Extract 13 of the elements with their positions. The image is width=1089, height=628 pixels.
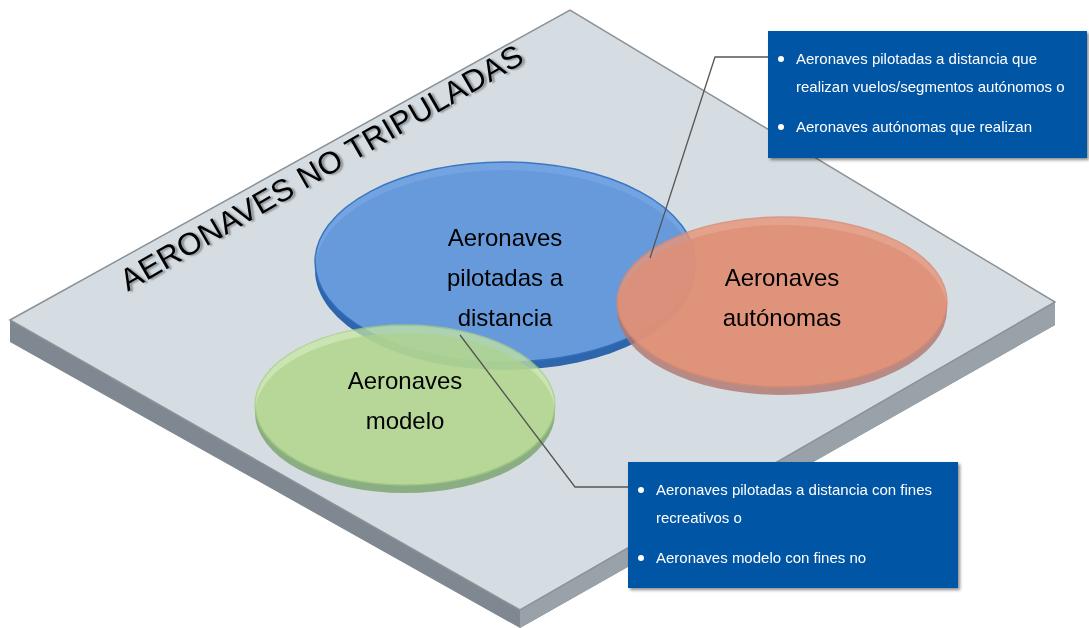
bullet-text: Aeronaves modelo con fines no bbox=[656, 549, 867, 566]
leader-line bbox=[459, 334, 629, 488]
bullet-text: Aeronaves pilotadas a distancia con fines recreativos o bbox=[656, 481, 932, 526]
callout-box bbox=[768, 31, 1087, 158]
bullet-text: Aeronaves autónomas que realizan bbox=[796, 118, 1032, 135]
bullet-text: Aeronaves pilotadas a distancia que realizan vuelos/segmentos autónomos o bbox=[796, 50, 1065, 95]
ellipse-label: Aeronaves autónomas bbox=[721, 263, 843, 333]
ellipse-label: Aeronaves modelo bbox=[346, 366, 464, 436]
venn-ellipse bbox=[255, 325, 555, 495]
leader-line bbox=[649, 56, 769, 259]
ellipse-label: Aeronaves pilotadas a distancia bbox=[445, 223, 565, 333]
venn-ellipse bbox=[617, 217, 947, 397]
callout-box bbox=[628, 462, 958, 588]
